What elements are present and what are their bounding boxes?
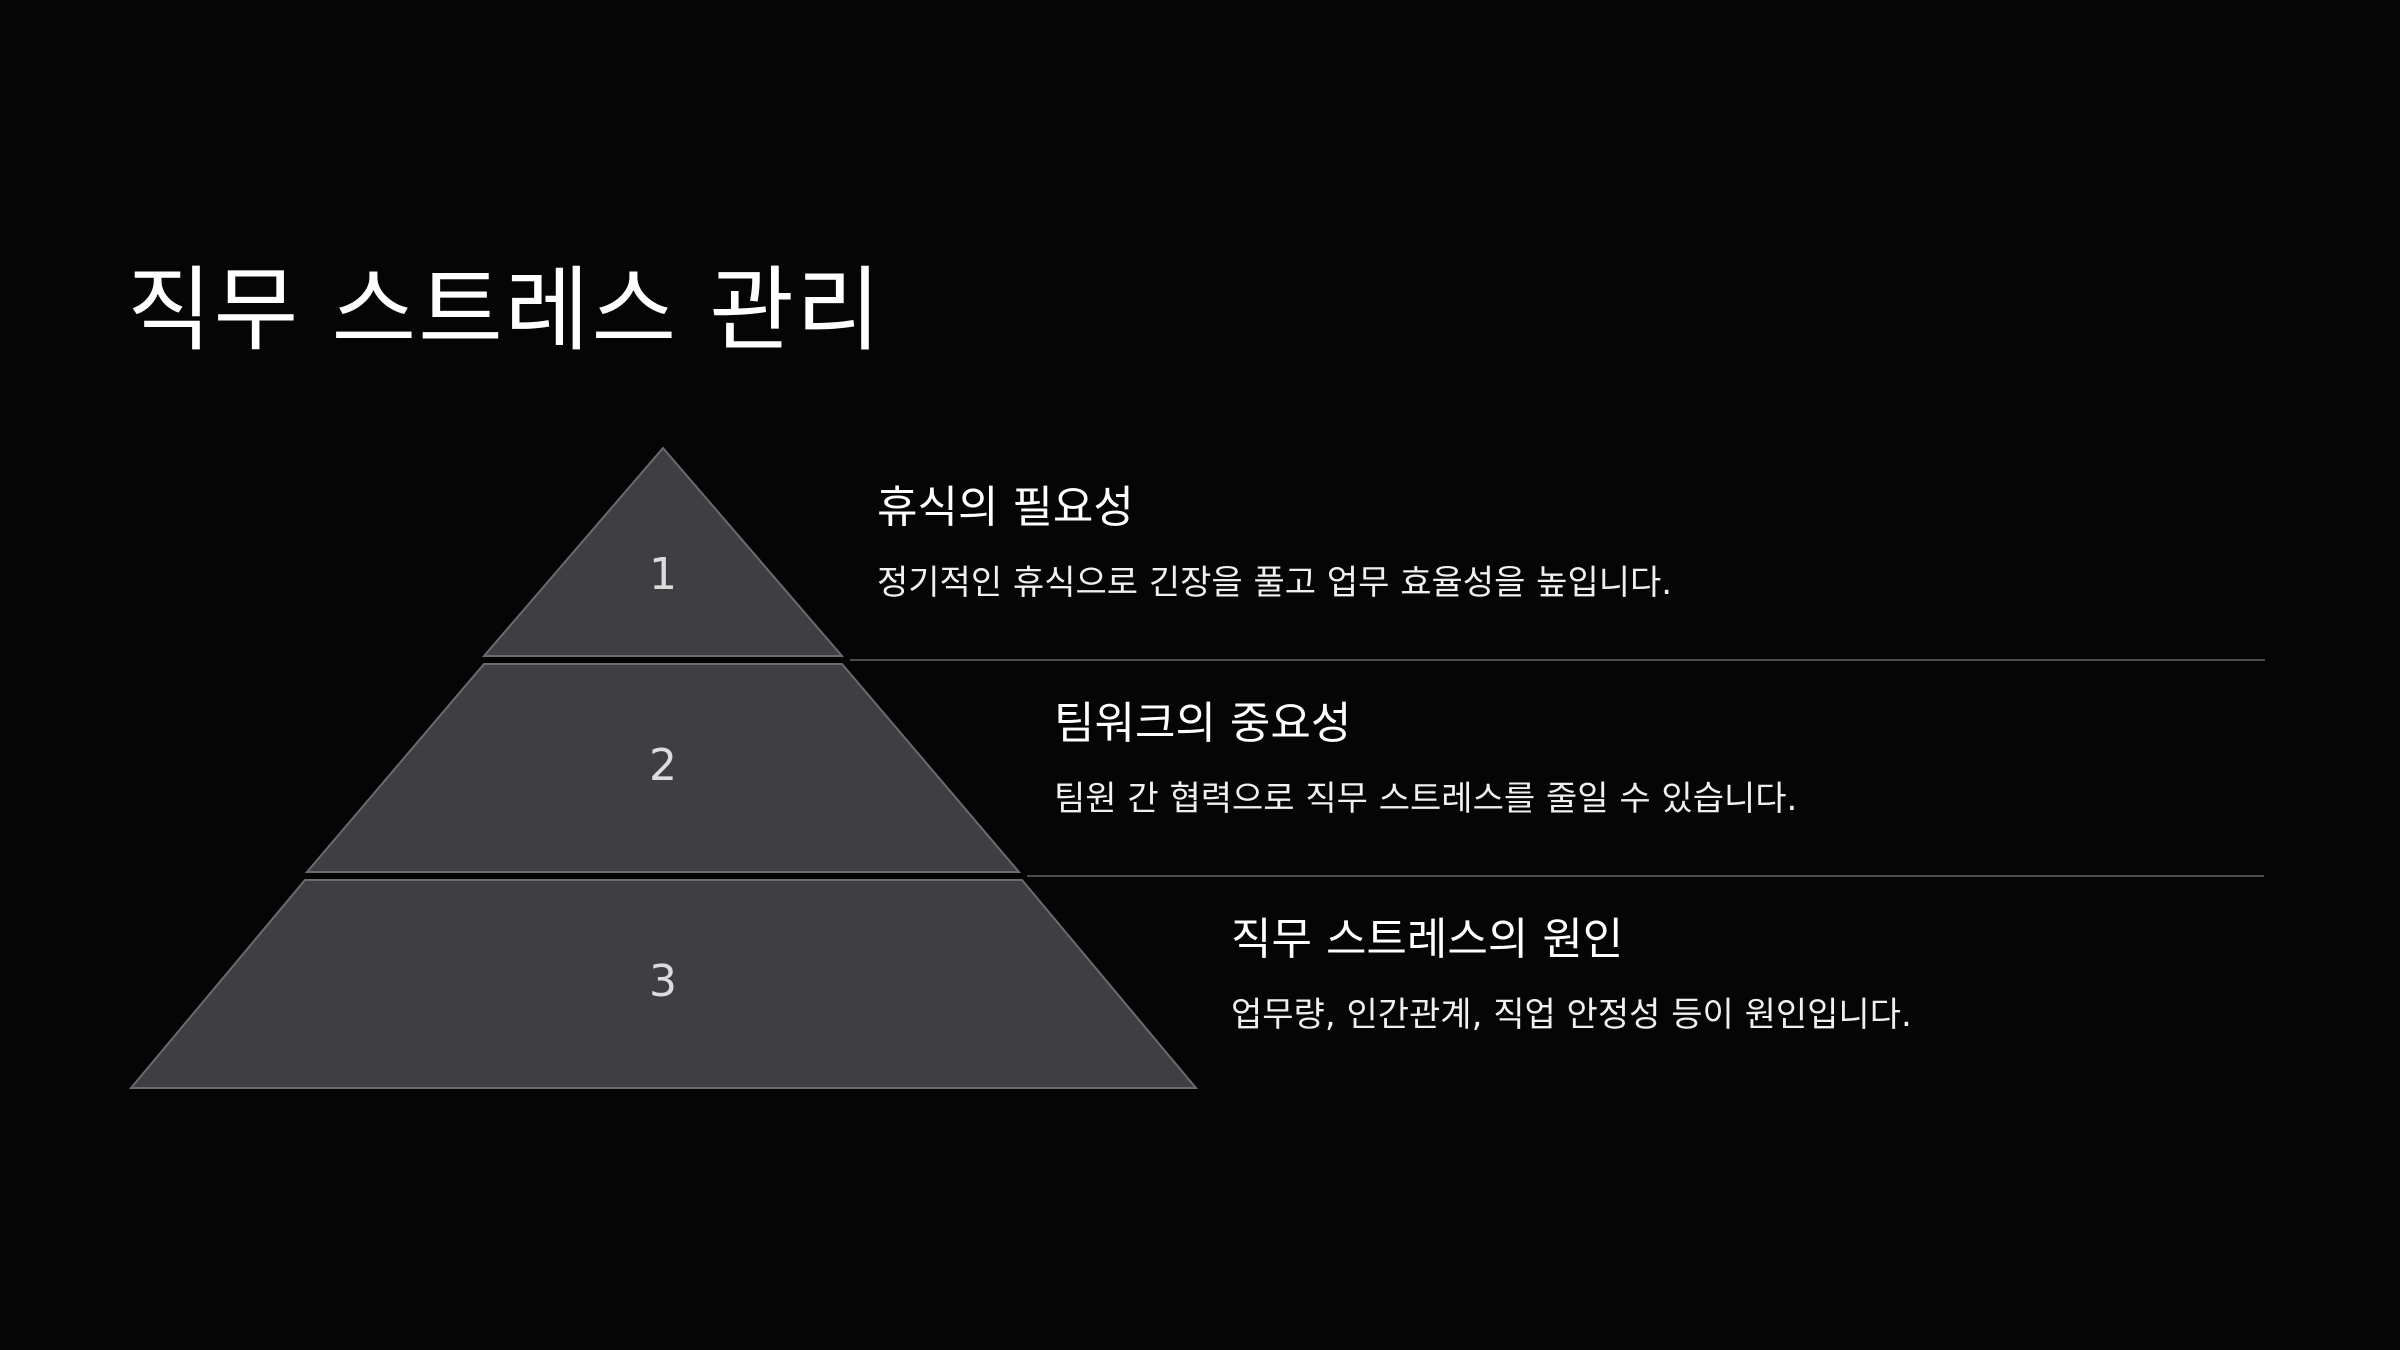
tier-1-number: 1 <box>649 549 677 600</box>
tier-1-heading: 휴식의 필요성 <box>877 482 1134 533</box>
tier-2-description: 팀원 간 협력으로 직무 스트레스를 줄일 수 있습니다. <box>1054 778 1798 819</box>
tier-3-description: 업무량, 인간관계, 직업 안정성 등이 원인입니다. <box>1231 994 1912 1035</box>
tier-2-text: 팀워크의 중요성 팀원 간 협력으로 직무 스트레스를 줄일 수 있습니다. <box>1054 698 1797 820</box>
pyramid-tier-3 <box>128 879 1199 1089</box>
tier-divider-1 <box>850 659 2265 661</box>
tier-1-text: 휴식의 필요성 정기적인 휴식으로 긴장을 풀고 업무 효율성을 높입니다. <box>877 482 1672 604</box>
tier-2-number: 2 <box>649 740 677 791</box>
tier-3-heading: 직무 스트레스의 원인 <box>1231 914 1624 965</box>
tier-2-heading: 팀워크의 중요성 <box>1054 698 1352 749</box>
pyramid-tier-1 <box>481 446 845 657</box>
tier-1-description: 정기적인 휴식으로 긴장을 풀고 업무 효율성을 높입니다. <box>877 562 1673 603</box>
slide-title: 직무 스트레스 관리 <box>127 257 883 364</box>
tier-3-text: 직무 스트레스의 원인 업무량, 인간관계, 직업 안정성 등이 원인입니다. <box>1231 914 1912 1036</box>
tier-divider-2 <box>1027 875 2264 877</box>
tier-3-number: 3 <box>649 956 677 1007</box>
pyramid-tier-2 <box>304 663 1022 873</box>
